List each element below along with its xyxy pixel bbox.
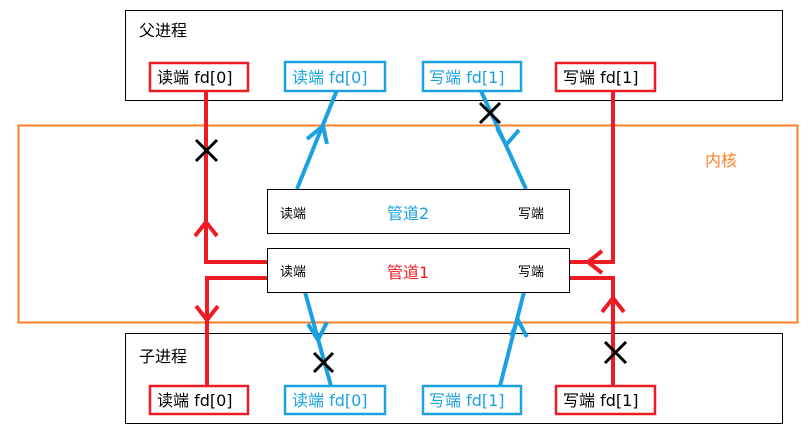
parent-fd-write-red: 写端 fd[1]: [563, 68, 639, 87]
kernel-label: 内核: [705, 151, 737, 170]
child-fd-read-blue: 读端 fd[0]: [292, 391, 368, 410]
pipe1-to-child-read: [205, 276, 268, 386]
parent-fd-write-blue: 写端 fd[1]: [429, 68, 505, 87]
child-fd-write-blue: 写端 fd[1]: [429, 391, 505, 410]
pipe2-name: 管道2: [387, 204, 429, 223]
child-process-label: 子进程: [139, 347, 187, 366]
parent-process-label: 父进程: [139, 21, 187, 40]
arrow-left-icon: [584, 249, 604, 275]
closed-x-icon: [478, 101, 502, 125]
closed-x-icon: [194, 138, 219, 163]
parent-fd-read-red: 读端 fd[0]: [157, 68, 233, 87]
arrow-up-icon: [193, 218, 219, 238]
closed-x-icon: [603, 340, 628, 365]
child-fd-write-red: 写端 fd[1]: [563, 391, 639, 410]
arrow-up-icon: [600, 294, 626, 314]
arrow-up-icon: [509, 315, 529, 338]
pipe1-name: 管道1: [387, 263, 429, 282]
parent-write-to-pipe1: [569, 91, 615, 264]
child-write-to-pipe1-write: [498, 291, 526, 387]
closed-x-icon: [312, 351, 335, 374]
pipe1-read-end: 读端: [280, 265, 306, 280]
pipe2: 读端 管道2 写端: [267, 189, 570, 234]
arrow-down-icon: [194, 304, 220, 324]
pipe2-read-end: 读端: [280, 207, 306, 222]
arrow-down-icon: [495, 127, 521, 149]
kernel-box: [17, 124, 799, 324]
child-fd-read-red: 读端 fd[0]: [157, 391, 233, 410]
pipe2-write-end: 写端: [518, 207, 544, 222]
pipe1-write-end: 写端: [518, 265, 544, 280]
pipe2-read-to-parent-read: [295, 89, 339, 190]
arrow-up-icon: [305, 122, 329, 145]
parent-fd-read-blue: 读端 fd[0]: [292, 68, 368, 87]
pipe1: 读端 管道1 写端: [267, 248, 570, 293]
arrow-down-icon: [306, 321, 329, 345]
